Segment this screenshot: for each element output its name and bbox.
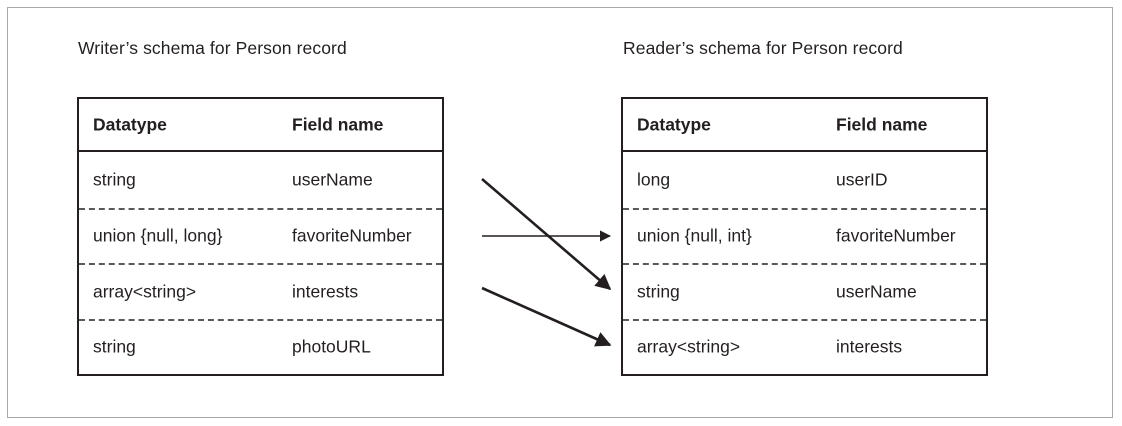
table-header-row: Datatype Field name: [79, 99, 442, 152]
reader-schema-table: Datatype Field name long userID union {n…: [621, 97, 988, 376]
table-header-row: Datatype Field name: [623, 99, 986, 152]
cell-datatype: string: [93, 169, 136, 190]
cell-datatype: union {null, int}: [637, 225, 752, 246]
cell-datatype: array<string>: [93, 281, 197, 302]
cell-field-name: interests: [836, 336, 903, 357]
table-row: union {null, int} favoriteNumber: [623, 207, 986, 264]
column-header-field-name: Field name: [292, 114, 384, 134]
cell-datatype: array<string>: [637, 336, 741, 357]
cell-datatype: string: [637, 281, 680, 302]
table-row: string userName: [623, 263, 986, 319]
table-row: string photoURL: [79, 318, 442, 375]
column-header-field-name: Field name: [836, 114, 928, 134]
writer-schema-table: Datatype Field name string userName unio…: [77, 97, 444, 376]
column-header-datatype: Datatype: [637, 114, 711, 134]
writer-schema-title: Writer’s schema for Person record: [78, 38, 347, 58]
table-row: array<string> interests: [79, 263, 442, 319]
cell-field-name: userID: [836, 169, 888, 190]
cell-datatype: long: [637, 169, 671, 190]
table-row: union {null, long} favoriteNumber: [79, 207, 442, 264]
table-row: string userName: [79, 152, 442, 208]
cell-field-name: interests: [292, 281, 359, 302]
cell-field-name: favoriteNumber: [836, 225, 956, 246]
figure-outer-frame: [7, 7, 1113, 418]
cell-field-name: userName: [292, 169, 373, 190]
cell-datatype: string: [93, 336, 136, 357]
cell-datatype: union {null, long}: [93, 225, 223, 246]
cell-field-name: photoURL: [292, 336, 371, 357]
table-row: long userID: [623, 152, 986, 208]
reader-schema-title: Reader’s schema for Person record: [623, 38, 903, 58]
column-header-datatype: Datatype: [93, 114, 167, 134]
table-row: array<string> interests: [623, 318, 986, 375]
cell-field-name: userName: [836, 281, 917, 302]
cell-field-name: favoriteNumber: [292, 225, 412, 246]
